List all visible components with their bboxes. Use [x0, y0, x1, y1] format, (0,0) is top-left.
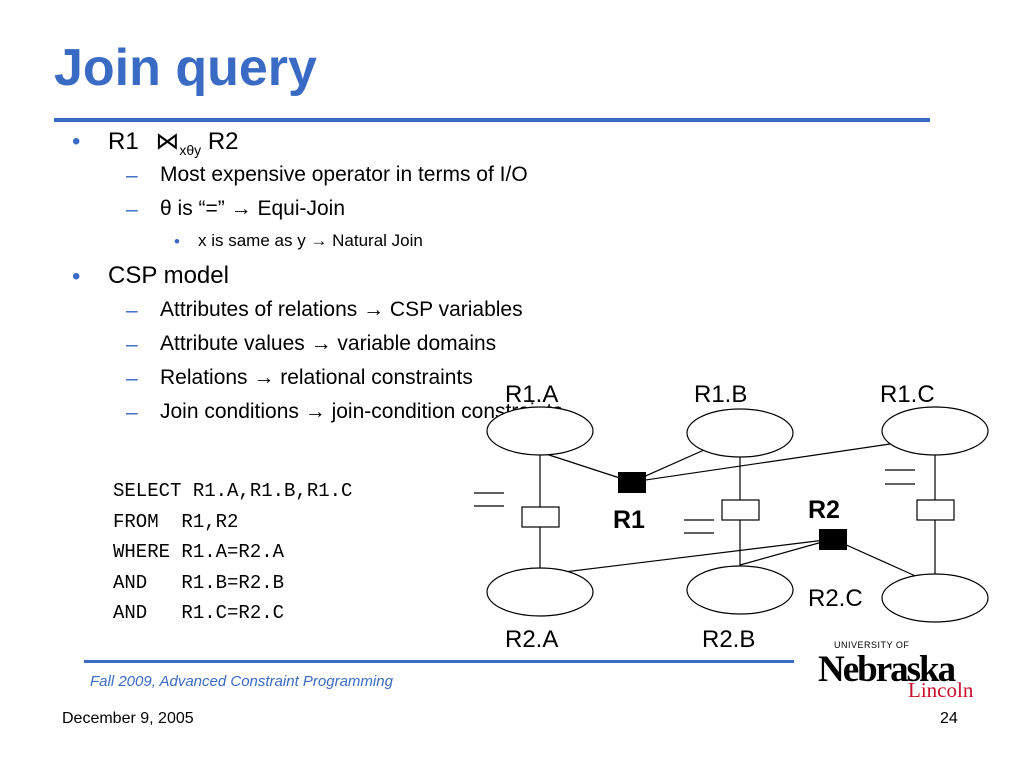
page-number: 24: [940, 710, 958, 727]
equality-constraint-b: [721, 499, 760, 521]
sub-bullet-relations: Relations → relational constraints: [160, 366, 473, 389]
dash-marker: –: [126, 367, 138, 390]
sub-bullet-join-conditions: Join conditions → join-condition constra…: [160, 400, 563, 423]
label-r2c: R2.C: [808, 585, 863, 612]
edge-r2a-r2: [547, 538, 834, 575]
variable-node-r1a: [486, 406, 594, 456]
sub-bullet-io: Most expensive operator in terms of I/O: [160, 163, 528, 186]
bullet-join-expression: R1 ⋈xθy R2: [108, 127, 239, 158]
variable-node-r1c: [881, 406, 989, 456]
variable-node-r2c: [881, 573, 989, 623]
bullet-marker: •: [72, 128, 81, 155]
variable-node-r2b: [686, 565, 794, 615]
label-r1b: R1.B: [694, 381, 747, 408]
sql-line: WHERE R1.A=R2.A: [113, 541, 285, 563]
join-subscript: xθy: [179, 142, 202, 158]
logo-university-text: UNIVERSITY OF: [834, 640, 910, 650]
join-operator-icon: ⋈: [155, 128, 180, 155]
title-divider: [54, 118, 930, 122]
sql-line: FROM R1,R2: [113, 510, 239, 533]
edge-r2-r2c: [832, 538, 921, 579]
edge-r1a-r1: [539, 451, 633, 483]
dash-marker: –: [126, 164, 138, 187]
sql-line: SELECT R1.A,R1.B,R1.C: [113, 480, 353, 502]
bullet-csp-model: CSP model: [108, 262, 229, 289]
slide-date: December 9, 2005: [62, 710, 194, 727]
label-relation-r1: R1: [613, 506, 645, 534]
course-name: Fall 2009, Advanced Constraint Programmi…: [90, 673, 393, 690]
sub-sub-bullet-natural-join: x is same as y → Natural Join: [198, 231, 423, 250]
relation-left: R1: [108, 128, 139, 155]
footer-divider: [84, 660, 794, 663]
edge-r2b-r2: [739, 538, 834, 566]
sub-bullet-values: Attribute values → variable domains: [160, 332, 497, 355]
label-r1a: R1.A: [505, 381, 558, 408]
variable-node-r1b: [686, 408, 794, 458]
dash-marker: –: [126, 333, 138, 356]
equality-constraint-c: [916, 499, 955, 521]
logo-campus-text: Lincoln: [908, 678, 974, 702]
sub-bullet-equijoin: θ is “=” → Equi-Join: [160, 197, 345, 221]
sql-line: AND R1.C=R2.C: [113, 602, 285, 624]
variable-node-r2a: [486, 567, 594, 617]
university-logo: UNIVERSITY OF Nebraska Lincoln: [818, 640, 973, 702]
sub-bullet-attributes: Attributes of relations → CSP variables: [160, 298, 523, 321]
relation-constraint-r1: [618, 472, 646, 493]
equijoin-text: is “=” → Equi-Join: [177, 197, 345, 220]
label-r2b: R2.B: [702, 626, 755, 653]
edge-r1-r1c: [631, 443, 891, 483]
label-relation-r2: R2: [808, 496, 840, 524]
bullet-marker: •: [72, 263, 81, 290]
bullet-marker: •: [174, 232, 180, 251]
relation-constraint-r2: [819, 529, 847, 550]
relation-right: R2: [207, 128, 239, 155]
slide-title: Join query: [54, 39, 317, 97]
sql-line: AND R1.B=R2.B: [113, 571, 285, 594]
dash-marker: –: [126, 299, 138, 322]
label-r1c: R1.C: [880, 381, 935, 408]
logo-name-text: Nebraska: [818, 649, 956, 690]
dash-marker: –: [126, 198, 138, 221]
theta-symbol: θ: [160, 197, 172, 220]
label-r2a: R2.A: [505, 626, 558, 653]
dash-marker: –: [126, 401, 138, 424]
equality-constraint-a: [521, 506, 560, 528]
